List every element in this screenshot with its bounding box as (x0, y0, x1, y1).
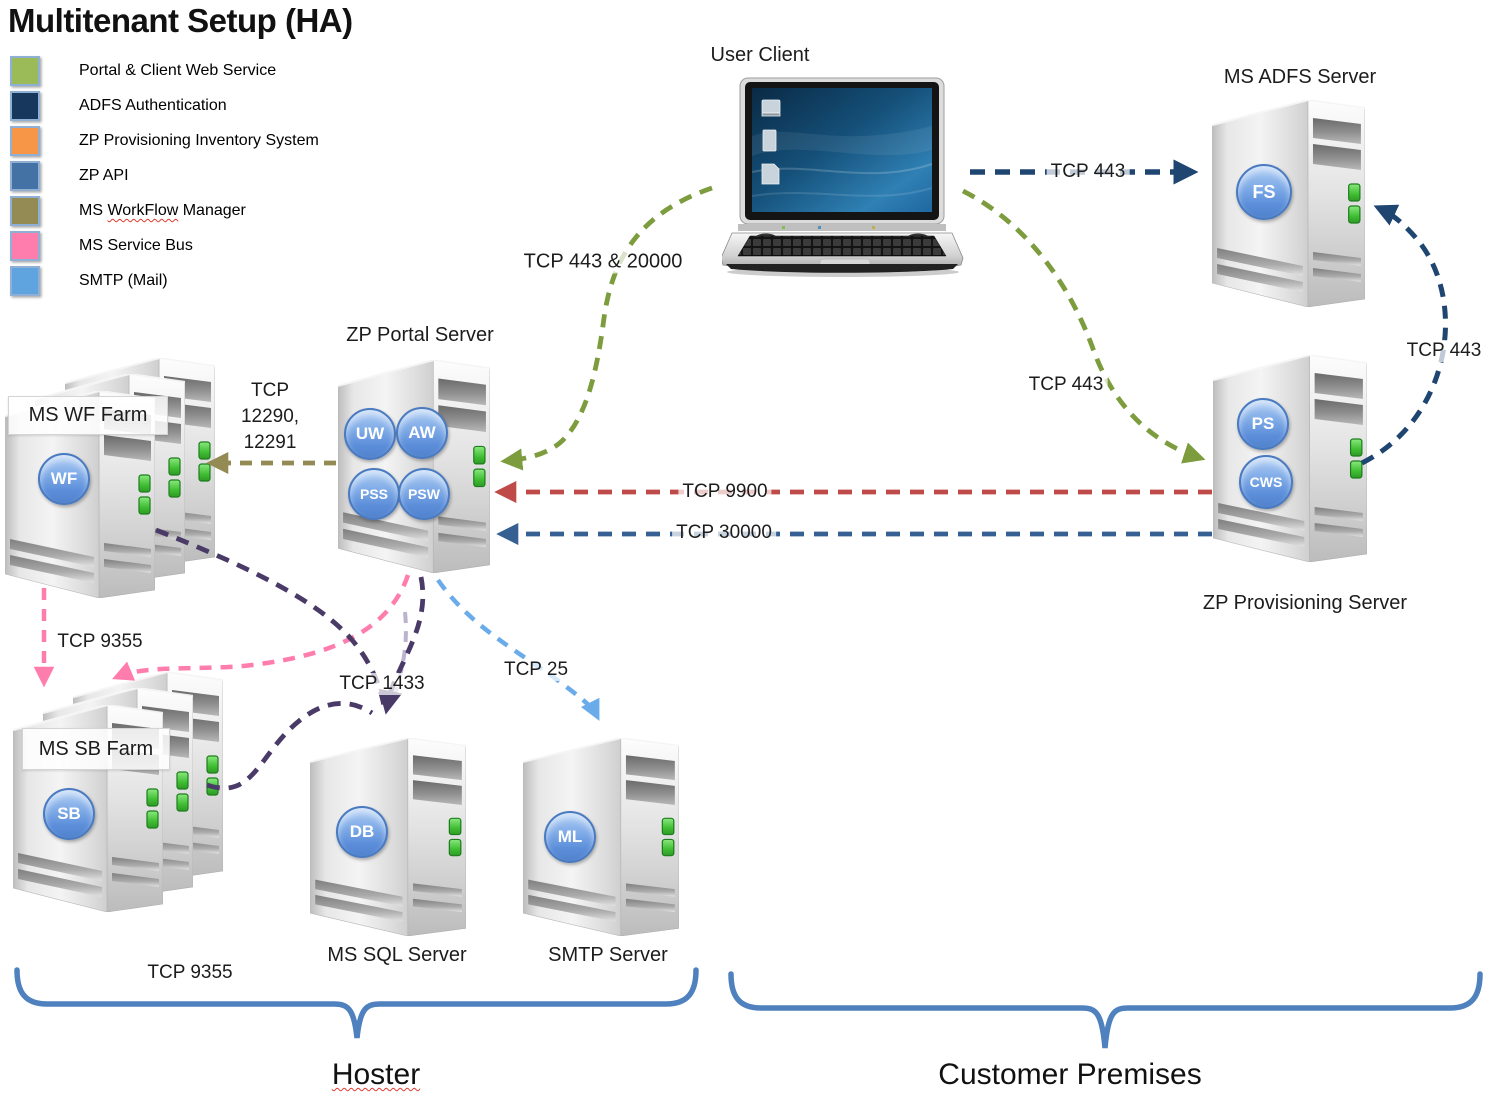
label-tcp-25: TCP 25 (499, 659, 573, 681)
badge-cws: CWS (1239, 455, 1293, 509)
region-label-customer-premises: Customer Premises (938, 1058, 1202, 1091)
arrow-portal-smtp (436, 578, 600, 721)
legend-item: SMTP (Mail) (10, 266, 319, 296)
label-tcp-443-20000: TCP 443 & 20000 (519, 250, 687, 274)
sql-server-label: MS SQL Server (327, 944, 467, 966)
legend-label: ZP API (79, 167, 129, 184)
adfs-server-label: MS ADFS Server (1223, 66, 1377, 88)
label-tcp-1433: TCP 1433 (335, 673, 429, 695)
arrow-client-provisioning (961, 188, 1206, 464)
portal-server-label: ZP Portal Server (346, 324, 494, 346)
desktop-icons (761, 99, 781, 185)
laptop-graphic (720, 77, 964, 277)
label-tcp-443-client-provisioning: TCP 443 (1024, 374, 1108, 396)
legend-swatch-workflow (10, 196, 40, 226)
smtp-server-label: SMTP Server (548, 944, 668, 966)
legend-item: MS WorkFlow Manager (10, 196, 319, 226)
customer-premises-brace (728, 971, 1483, 1049)
badge-ml: ML (544, 811, 596, 863)
badge-wf: WF (38, 453, 90, 505)
legend-label: ZP Provisioning Inventory System (79, 132, 319, 149)
region-label-hoster: Hoster (331, 1058, 421, 1091)
legend-label: MS Service Bus (79, 237, 193, 254)
label-tcp-12290-12291: TCP 12290, 12291 (240, 380, 300, 453)
user-client-laptop (720, 76, 964, 278)
legend: Portal & Client Web Service ADFS Authent… (10, 56, 319, 301)
badge-pss: PSS (348, 468, 400, 520)
legend-item: ZP API (10, 161, 319, 191)
legend-item: ZP Provisioning Inventory System (10, 126, 319, 156)
legend-item: MS Service Bus (10, 231, 319, 261)
arrow-provisioning-adfs (1360, 204, 1448, 466)
legend-swatch-smtp (10, 266, 40, 296)
provisioning-server-label: ZP Provisioning Server (1202, 592, 1408, 614)
legend-item: Portal & Client Web Service (10, 56, 319, 86)
legend-swatch-zp-inventory (10, 126, 40, 156)
badge-aw: AW (396, 407, 448, 459)
legend-label: MS WorkFlow Manager (79, 202, 246, 219)
badge-db: DB (336, 806, 388, 858)
sb-farm-plate: MS SB Farm (22, 728, 170, 770)
server-zp-portal (337, 358, 491, 574)
label-tcp-9355-lower: TCP 9355 (143, 962, 237, 984)
legend-label: ADFS Authentication (79, 97, 227, 114)
label-tcp-30000: TCP 30000 (672, 522, 776, 544)
legend-swatch-adfs (10, 91, 40, 121)
server-ms-sql (309, 736, 467, 937)
arrow-client-portal (500, 185, 713, 471)
legend-swatch-zp-api (10, 161, 40, 191)
badge-sb: SB (43, 788, 95, 840)
wf-farm-plate: MS WF Farm (8, 396, 168, 435)
legend-swatch-portal-web (10, 56, 40, 86)
server-zp-provisioning (1212, 353, 1368, 563)
badge-psw: PSW (398, 468, 450, 520)
legend-item: ADFS Authentication (10, 91, 319, 121)
legend-label: SMTP (Mail) (79, 272, 168, 289)
page-title: Multitenant Setup (HA) (8, 2, 353, 39)
label-tcp-9900: TCP 9900 (678, 481, 772, 503)
legend-label: Portal & Client Web Service (79, 62, 277, 79)
legend-swatch-service-bus (10, 231, 40, 261)
server-farm-ms-wf (4, 356, 217, 600)
user-client-label: User Client (710, 44, 810, 66)
server-farm-ms-sb (12, 670, 225, 917)
label-tcp-9355-upper: TCP 9355 (53, 631, 147, 653)
hoster-brace (14, 967, 699, 1039)
badge-ps: PS (1237, 398, 1289, 450)
badge-uw: UW (344, 408, 396, 460)
label-tcp-443-provisioning-adfs: TCP 443 (1402, 340, 1486, 362)
badge-fs: FS (1236, 164, 1292, 220)
label-tcp-443-client-adfs: TCP 443 (1046, 161, 1130, 183)
